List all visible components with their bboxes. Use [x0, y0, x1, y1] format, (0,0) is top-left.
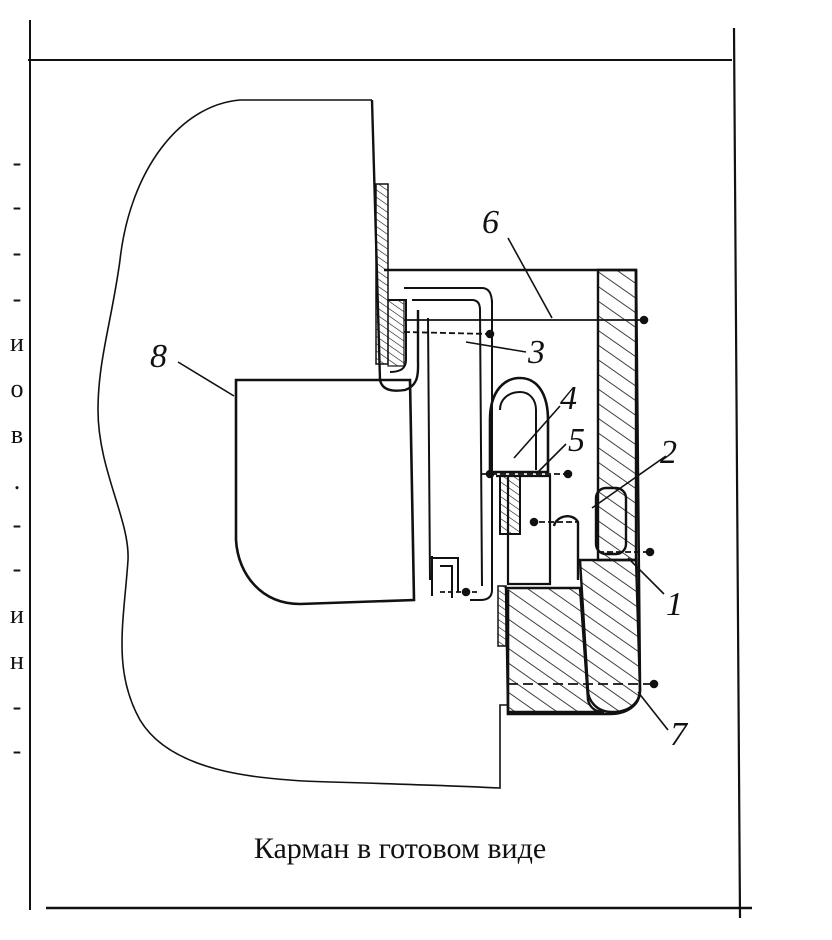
margin-glyph: - [12, 192, 22, 221]
leader-1 [627, 557, 665, 595]
interlining-strip [375, 183, 389, 365]
margin-glyph: - [12, 284, 22, 313]
outer-border-7 [506, 269, 642, 716]
lining-inner-fold-2 [412, 299, 483, 587]
figure-caption: Карман в готовом виде [253, 832, 547, 865]
part-5-frame [496, 474, 552, 586]
page-frame [28, 20, 752, 919]
leader-5 [535, 443, 567, 475]
callout-2: 2 [660, 434, 677, 471]
leader-8 [177, 361, 235, 397]
hatched-block-7 [504, 586, 605, 714]
callout-7: 7 [670, 716, 687, 753]
lining-inner-line [427, 317, 431, 581]
callout-8: 8 [150, 338, 167, 375]
edge-strip [497, 585, 507, 647]
pocket-bag-8 [234, 378, 416, 606]
hatched-block-5 [499, 475, 521, 535]
leader-7 [637, 691, 669, 731]
margin-glyph: . [13, 466, 21, 495]
pocket-tab-2 [552, 515, 580, 580]
fold-detail-3 [388, 299, 407, 373]
margin-glyph: - [12, 692, 22, 721]
hatched-block-3 [387, 299, 405, 367]
margin-glyph: - [12, 554, 22, 583]
callout-5: 5 [568, 422, 585, 459]
callout-4: 4 [560, 380, 577, 417]
leader-lines [177, 237, 669, 731]
stitch-line-3 [403, 331, 491, 335]
leader-4 [513, 405, 561, 459]
leader-6 [507, 237, 553, 319]
leader-2 [591, 455, 667, 509]
frame-right-rule [732, 27, 742, 919]
margin-glyph: - [12, 148, 22, 177]
callout-1: 1 [666, 586, 683, 623]
bottom-fold-detail [430, 556, 459, 598]
garment-body-outline [97, 99, 507, 789]
margin-glyph: н [10, 646, 24, 675]
margin-glyph: и [10, 600, 24, 629]
margin-glyph: о [10, 374, 24, 403]
margin-glyph: - [12, 510, 22, 539]
margin-glyph: и [10, 328, 24, 357]
facing-panel [370, 99, 420, 392]
hatched-lining-1b [578, 558, 642, 714]
margin-glyph: в [10, 420, 24, 449]
welt-inner-4 [499, 390, 537, 470]
leader-3 [465, 341, 527, 353]
callout-6: 6 [482, 204, 499, 241]
margin-glyph: - [12, 736, 22, 765]
margin-glyph: - [12, 238, 22, 267]
callout-3: 3 [528, 334, 545, 371]
hatched-lining-1 [596, 268, 638, 562]
lining-inner-fold [404, 287, 493, 601]
